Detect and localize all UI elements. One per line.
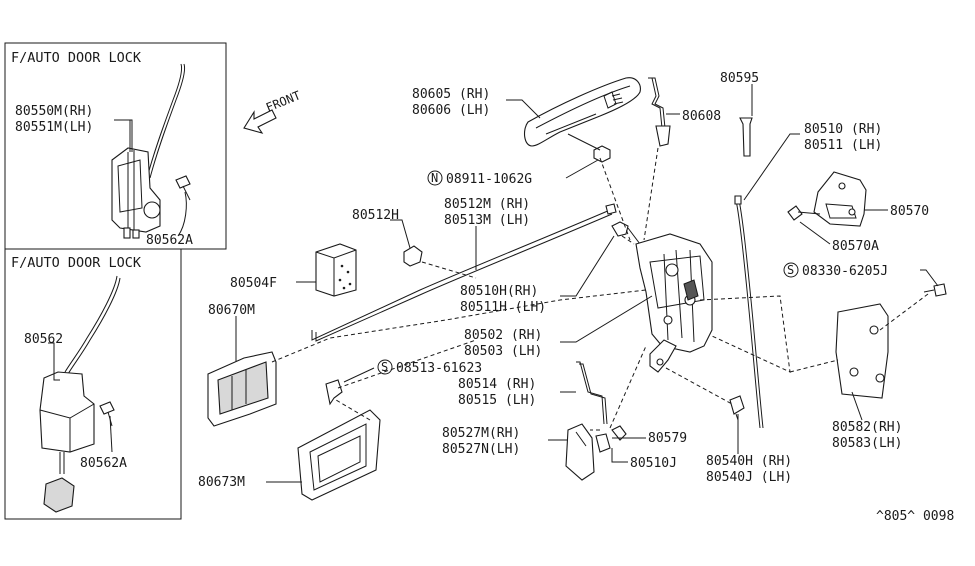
n-symbol-icon (427, 170, 443, 186)
label-80527m: 80527M(RH) (442, 426, 520, 441)
inset-bottom-title: F/AUTO DOOR LOCK (11, 255, 142, 271)
label-08911: 08911-1062G (446, 172, 532, 187)
diagram-code: ^805^ 0098 (876, 509, 954, 524)
part-labels: 80605 (RH) 80606 (LH) 80608 80595 N 0891… (198, 71, 954, 524)
label-80514: 80514 (RH) (458, 377, 536, 392)
clip-80595 (739, 117, 753, 157)
plate-80582 (835, 303, 889, 399)
label-80504f: 80504F (230, 276, 277, 291)
label-80503: 80503 (LH) (464, 344, 542, 359)
label-80562a-top: 80562A (146, 233, 193, 248)
clip-80510j (595, 433, 611, 453)
screw-08513 (325, 379, 343, 406)
rod-80512m (311, 203, 617, 342)
label-80540h: 80540H (RH) (706, 454, 792, 469)
inset-top-title: F/AUTO DOOR LOCK (11, 50, 142, 66)
label-80582: 80582(RH) (832, 420, 902, 435)
label-80579: 80579 (648, 431, 687, 446)
label-80515: 80515 (LH) (458, 393, 536, 408)
label-80570: 80570 (890, 204, 929, 219)
outside-handle-80605 (523, 77, 641, 147)
label-80670m: 80670M (208, 303, 255, 318)
n-prefix: N (431, 171, 438, 185)
label-08513: 08513-61623 (396, 361, 482, 376)
label-80510j: 80510J (630, 456, 677, 471)
label-80570a: 80570A (832, 239, 879, 254)
label-80562a-bottom: 80562A (80, 456, 127, 471)
label-80673m: 80673M (198, 475, 245, 490)
bezel-80673m (297, 409, 381, 501)
s-symbol-icon-08330 (783, 262, 799, 278)
s-symbol-icon-08513 (377, 359, 393, 375)
label-80510h: 80510H(RH) (460, 284, 538, 299)
label-80527n: 80527N(LH) (442, 442, 520, 457)
label-80608: 80608 (682, 109, 721, 124)
rod-80608 (648, 77, 671, 147)
door-lock-assembly-80502 (635, 233, 713, 373)
screw-80562a-bottom (99, 401, 115, 453)
label-80606: 80606 (LH) (412, 103, 490, 118)
label-80512h: 80512H (352, 208, 399, 223)
screw-08330 (923, 283, 947, 297)
label-80583: 80583(LH) (832, 436, 902, 451)
door-lock-actuator-bottom (39, 275, 121, 513)
label-80511: 80511 (LH) (804, 138, 882, 153)
bolt-08911 (567, 133, 611, 163)
label-80605: 80605 (RH) (412, 87, 490, 102)
s-prefix-08330: S (787, 263, 794, 277)
striker-80570 (787, 171, 867, 227)
label-80510: 80510 (RH) (804, 122, 882, 137)
front-arrow-icon (243, 109, 277, 134)
door-lock-actuator-top (111, 63, 186, 239)
front-label: FRONT (264, 88, 303, 115)
clip-80540h (729, 395, 745, 421)
label-80502: 80502 (RH) (464, 328, 542, 343)
label-80511h: 80511H (LH) (460, 300, 546, 315)
rod-80510 (734, 195, 764, 429)
inset-bottom-box (4, 248, 182, 520)
label-80595: 80595 (720, 71, 759, 86)
label-80540j: 80540J (LH) (706, 470, 792, 485)
dashed-guides (271, 147, 929, 431)
label-80551m: 80551M(LH) (15, 120, 93, 135)
label-80513m: 80513M (LH) (444, 213, 530, 228)
pad-80504f (315, 243, 357, 297)
clip-80512h (403, 245, 423, 267)
label-80512m: 80512M (RH) (444, 197, 530, 212)
label-08330: 08330-6205J (802, 264, 888, 279)
bracket-80527m (565, 423, 595, 481)
screw-80562a-top (175, 175, 191, 237)
leader-lines (129, 84, 939, 483)
label-80562: 80562 (24, 332, 63, 347)
s-prefix-08513: S (381, 360, 388, 374)
rod-80514 (576, 361, 608, 425)
inside-handle-80670m (207, 351, 277, 427)
clip-80579 (611, 425, 627, 441)
label-80550m: 80550M(RH) (15, 104, 93, 119)
